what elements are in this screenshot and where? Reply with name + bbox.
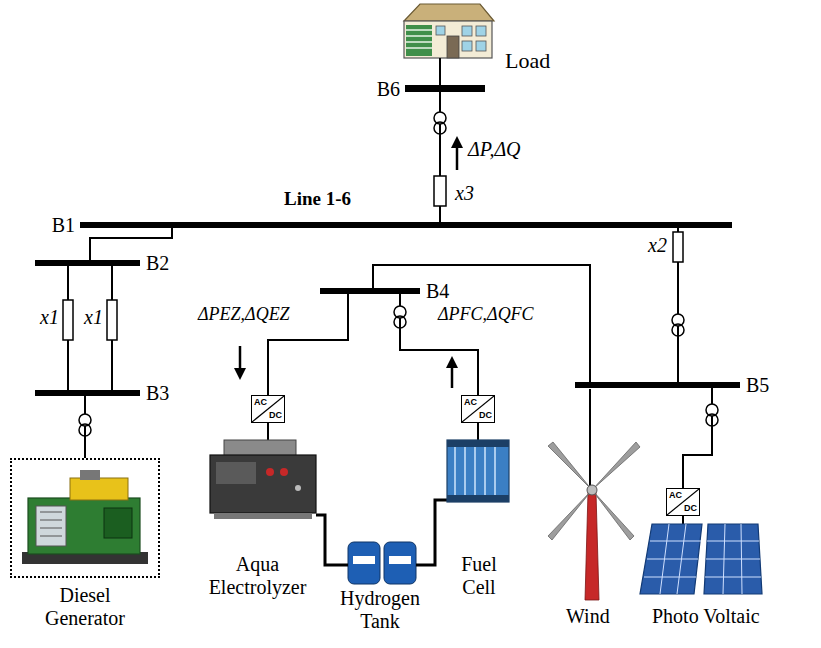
device-label: Hydrogen Tank (330, 587, 430, 633)
wire (268, 58, 683, 524)
bus-name: B1 (52, 214, 75, 237)
hydrogen-tank-picture (348, 542, 416, 584)
impedance-label: x2 (648, 234, 667, 257)
bus-bar: B5 (575, 382, 740, 388)
power-line (84, 396, 86, 458)
impedance-label: x1 (40, 306, 59, 329)
impedance-symbol (63, 176, 683, 340)
device-label: Fuel Cell (448, 553, 510, 599)
converter-diagonal (667, 489, 699, 515)
bus-bar: B4 (320, 288, 420, 294)
pv-panel-picture (640, 524, 762, 594)
power-flow-label: ΔP,ΔQ (468, 138, 521, 161)
line-name: Line 1-6 (284, 188, 351, 210)
converter-box: ACDC (666, 488, 700, 516)
converter-text: AC (464, 398, 477, 407)
power-flow-label: ΔPFC,ΔQFC (438, 304, 534, 325)
converter-diagonal (252, 396, 284, 422)
converter-text: AC (669, 491, 682, 500)
converter-diagonal (462, 396, 494, 422)
impedance-label: x3 (455, 182, 474, 205)
bus-name: B5 (746, 374, 769, 397)
converter-text: AC (254, 398, 267, 407)
wind-turbine-picture (548, 442, 640, 600)
house-icon (404, 4, 494, 58)
device-label: Aqua Electrolyzer (200, 553, 315, 599)
hydrogen-pipe (316, 500, 447, 565)
bus-name: B2 (146, 252, 169, 275)
bus-bar: B6 (405, 85, 485, 92)
device-label: Photo Voltaic (652, 605, 760, 628)
power-flow-label: ΔPEZ,ΔQEZ (198, 304, 290, 325)
power-line (373, 265, 590, 382)
converter-box: ACDC (251, 395, 285, 423)
bus-name: B3 (146, 382, 169, 405)
device-label: Wind (566, 605, 610, 628)
device-label: Diesel Generator (25, 584, 145, 630)
electrolyzer-picture (210, 440, 316, 519)
fuel-cell-picture (447, 440, 509, 502)
bus-bar: B1 (80, 222, 732, 228)
converter-text: DC (684, 504, 697, 513)
converter-box: ACDC (461, 395, 495, 423)
impedance-label: x1 (84, 306, 103, 329)
generator-frame: Diesel Generator (10, 458, 160, 578)
bus-bar: B2 (35, 260, 140, 266)
flow-arrow (234, 136, 463, 388)
power-line (683, 388, 712, 488)
load-label: Load (505, 48, 550, 73)
converter-text: DC (479, 411, 492, 420)
bus-name: B4 (426, 280, 449, 303)
diesel-generator-picture (22, 470, 148, 564)
bus-bar: B3 (35, 390, 140, 396)
converter-text: DC (269, 411, 282, 420)
bus-name: B6 (377, 77, 400, 100)
